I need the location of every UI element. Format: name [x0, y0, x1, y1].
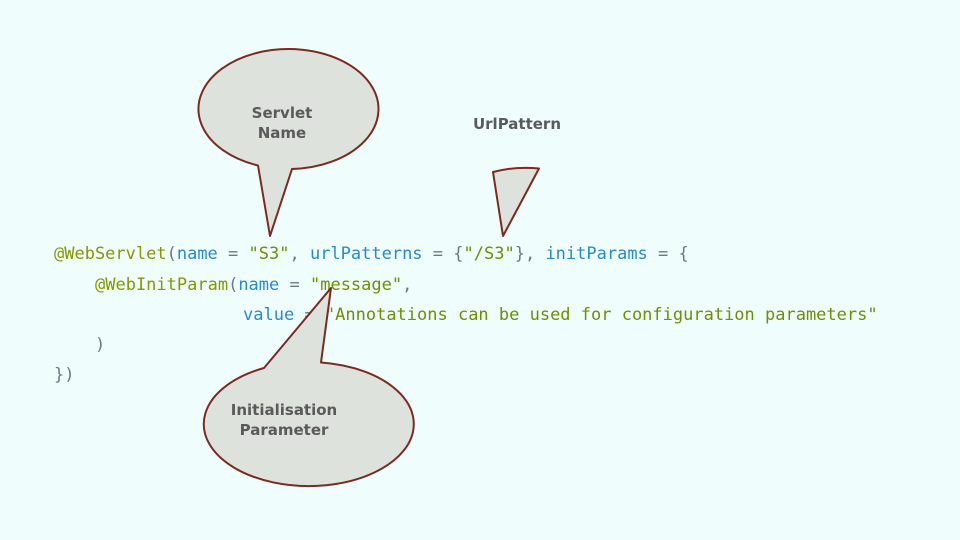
- code-block: @WebServlet(name = "S3", urlPatterns = {…: [0, 234, 920, 394]
- code-line-1: @WebServlet(name = "S3", urlPatterns = {…: [54, 244, 689, 264]
- init-param-name-key: name: [238, 275, 280, 295]
- init-params-key: initParams: [545, 244, 648, 264]
- webservlet-annotation: @WebServlet: [54, 244, 167, 264]
- url-pattern-label: UrlPattern: [472, 115, 562, 133]
- url-patterns-key: urlPatterns: [309, 244, 423, 264]
- code-line-4: ): [95, 335, 106, 355]
- init-param-name-value: "message": [309, 275, 403, 295]
- servlet-name-key: name: [176, 244, 218, 264]
- init-param-label: Initialisation Parameter: [230, 401, 338, 439]
- init-param-value-string: "Annotations can be used for configurati…: [324, 305, 878, 325]
- code-line-3: value = "Annotations can be used for con…: [243, 305, 878, 325]
- servlet-name-label: Servlet Name: [251, 104, 313, 142]
- url-pattern-bubble: [492, 166, 540, 237]
- init-param-value-key: value: [243, 305, 295, 325]
- servlet-name-value: "S3": [248, 244, 290, 264]
- url-pattern-value: "/S3": [463, 244, 515, 264]
- code-line-5: }): [54, 365, 75, 385]
- code-line-2: @WebInitParam(name = "message",: [95, 275, 413, 295]
- webinitparam-annotation: @WebInitParam: [95, 275, 229, 295]
